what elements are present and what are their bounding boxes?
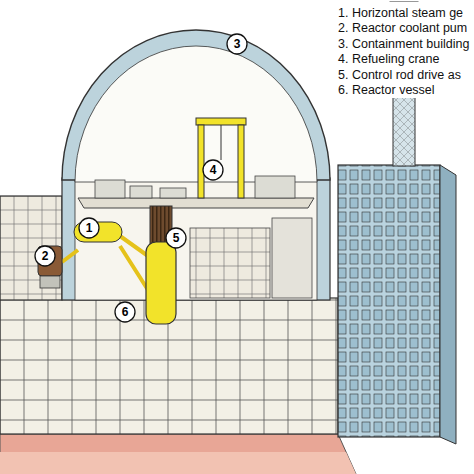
crane-hoist: [221, 125, 222, 160]
dome-interior: [75, 46, 317, 182]
pump-base: [40, 276, 60, 288]
callout-circle-shape: [115, 302, 135, 322]
crane-leg: [198, 125, 204, 198]
left-rooms: [0, 196, 62, 300]
callout-circle: 2: [34, 245, 56, 267]
callout-circle-shape: [227, 34, 247, 54]
callout-circle-shape: [35, 246, 55, 266]
callout-circle-shape: [203, 160, 223, 180]
callout-circle-shape: [166, 228, 186, 248]
callout-circle: 6: [114, 301, 136, 323]
reactor-plant: [38, 206, 312, 324]
operating-floor: [78, 198, 314, 208]
callout-circle: 5: [165, 227, 187, 249]
floor-equipment: [95, 180, 125, 198]
coolant-pipe: [62, 236, 148, 290]
auxiliary-building: [0, 165, 456, 444]
key-entry: 3. Containment building: [338, 37, 474, 52]
key-entry: 6. Reactor vessel: [338, 83, 474, 98]
callout-number: 2: [42, 250, 49, 262]
machinery: [272, 218, 312, 298]
crane-leg: [238, 125, 244, 198]
refueling-crane: [196, 118, 246, 198]
callout-circle-shape: [79, 218, 99, 238]
ground: [0, 452, 356, 474]
floor-equipment: [160, 188, 186, 198]
callout-number: 6: [122, 306, 129, 318]
callout-number: 3: [234, 38, 241, 50]
callout-number: 1: [86, 222, 93, 234]
key-entry: 5. Control rod drive as: [338, 68, 474, 83]
callout-circle: 1: [78, 217, 100, 239]
foundation: [0, 434, 356, 474]
key-entry: 1. Horizontal steam ge: [338, 6, 474, 21]
crane-beam: [196, 118, 246, 125]
callout-number: 4: [210, 164, 217, 176]
key-entry: 4. Refueling crane: [338, 52, 474, 67]
containment: [62, 30, 330, 300]
reactor-vessel: [146, 242, 176, 324]
key-entry: 2. Reactor coolant pum: [338, 21, 474, 36]
key-box: 1. Horizontal steam ge2. Reactor coolant…: [333, 2, 474, 98]
floor-equipment: [130, 186, 152, 198]
ground-slab: [0, 434, 356, 474]
machinery: [190, 228, 270, 298]
callout-circle: 4: [202, 159, 224, 181]
right-building: [338, 165, 440, 437]
floor-equipment: [255, 176, 295, 198]
callout-circle: 3: [226, 33, 248, 55]
callout-number: 5: [173, 232, 180, 244]
building-side: [440, 165, 456, 444]
